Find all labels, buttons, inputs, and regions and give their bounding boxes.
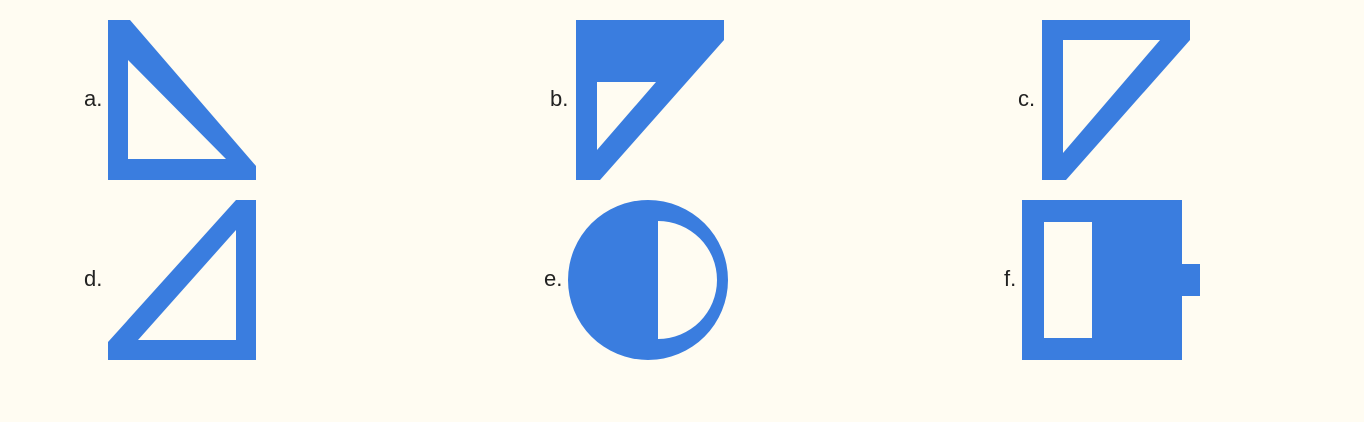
- inverted-triangle-outline-icon: [1042, 20, 1190, 180]
- half-filled-circle-icon: [568, 200, 728, 360]
- option-label: e.: [544, 266, 563, 291]
- right-triangle-outline-icon: [108, 200, 256, 360]
- battery-icon: [1022, 200, 1200, 360]
- option-label: a.: [84, 86, 103, 111]
- option-label: f.: [1004, 266, 1017, 291]
- right-triangle-outline-icon: [108, 20, 256, 180]
- option-label: b.: [550, 86, 569, 111]
- option-label: d.: [84, 266, 103, 291]
- rectangle-with-triangle-cutout-icon: [576, 20, 724, 180]
- option-label: c.: [1018, 86, 1036, 111]
